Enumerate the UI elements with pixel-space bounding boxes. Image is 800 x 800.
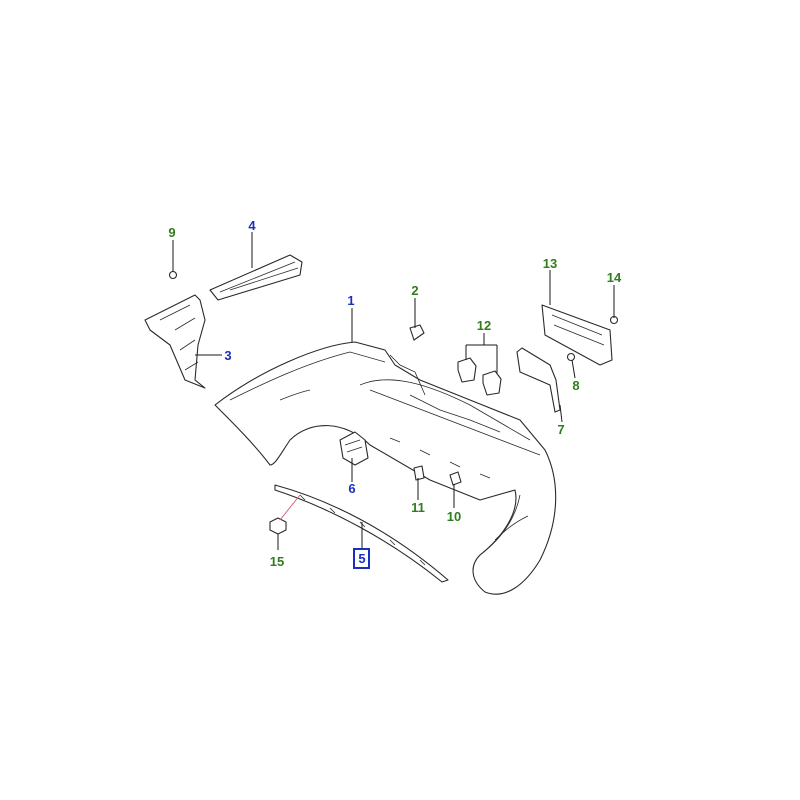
- callout-15[interactable]: 15: [270, 554, 284, 569]
- leader-lines: [172, 232, 615, 550]
- callout-14[interactable]: 14: [607, 270, 622, 285]
- callout-11[interactable]: 11: [411, 500, 425, 515]
- screw-9: [168, 270, 178, 280]
- callout-5-highlight-box: [353, 548, 370, 569]
- callout-8[interactable]: 8: [572, 378, 579, 393]
- callout-9[interactable]: 9: [168, 225, 175, 240]
- callouts: 1 2 3 4 5 6 7 8 9 10 11 12 13 14 15: [168, 218, 622, 569]
- callout-5[interactable]: 5: [358, 551, 365, 566]
- clip-10: [449, 471, 462, 486]
- callout-13[interactable]: 13: [543, 256, 557, 271]
- callout-10[interactable]: 10: [447, 509, 461, 524]
- mounting-strip: [209, 254, 303, 301]
- blocks-12: [457, 357, 502, 396]
- bumper-cover: [214, 341, 557, 595]
- callout-4[interactable]: 4: [248, 218, 256, 233]
- bracket-7: [516, 347, 561, 413]
- callout-12[interactable]: 12: [477, 318, 491, 333]
- nut-15: [269, 517, 287, 535]
- callout-3[interactable]: 3: [224, 348, 231, 363]
- callout-2[interactable]: 2: [411, 283, 418, 298]
- screw-8: [566, 352, 576, 362]
- clip-11: [413, 465, 425, 481]
- left-bracket: [144, 294, 206, 389]
- bracket-6: [339, 431, 369, 466]
- callout-7[interactable]: 7: [557, 422, 564, 437]
- clip-2: [409, 324, 425, 341]
- callout-6[interactable]: 6: [348, 481, 355, 496]
- plate-13: [541, 304, 613, 366]
- callout-1[interactable]: 1: [347, 293, 354, 308]
